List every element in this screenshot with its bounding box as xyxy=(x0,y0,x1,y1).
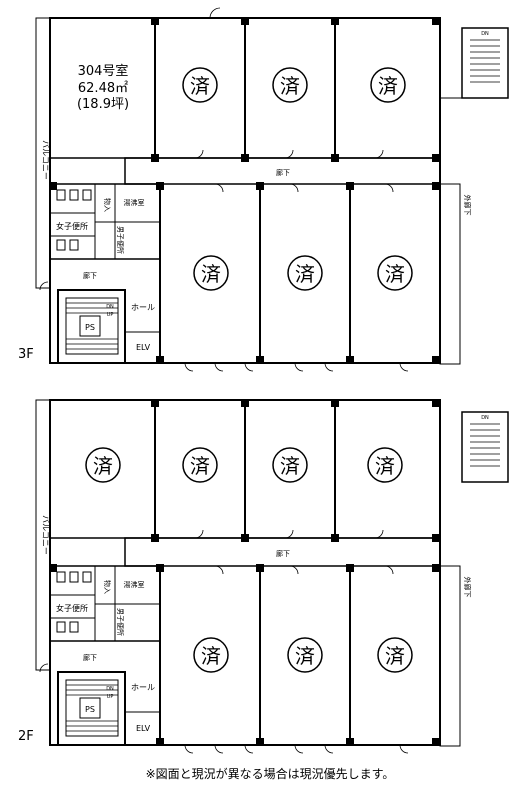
unit-304-area-m2: 62.48㎡ xyxy=(78,81,128,96)
reserved-mark: 済 xyxy=(367,447,403,483)
ext-stair-label-2f: DN xyxy=(481,415,489,421)
mens-restroom-label-2f: 男子便所 xyxy=(116,608,125,636)
unit-304-name: 304号室 xyxy=(78,63,129,79)
svg-text:済: 済 xyxy=(295,262,315,286)
svg-text:済: 済 xyxy=(378,74,398,98)
reserved-mark: 済 xyxy=(287,255,323,291)
floor-plan-3f: バルコニー 廊下 外廊下 女子便所 物入 湯沸室 男子便所 廊下 xyxy=(18,7,509,372)
floor-label-3f: 3F xyxy=(18,347,34,362)
svg-text:済: 済 xyxy=(93,454,113,478)
svg-text:済: 済 xyxy=(385,644,405,668)
svg-text:済: 済 xyxy=(375,454,395,478)
reserved-mark: 済 xyxy=(370,67,406,103)
reserved-mark: 済 xyxy=(287,637,323,673)
balcony-label-3f: バルコニー xyxy=(41,140,50,180)
pipe-shaft-label-3f: PS xyxy=(85,323,95,332)
outer-corridor-label-2f: 外廊下 xyxy=(463,577,472,598)
floor-label-2f: 2F xyxy=(18,729,34,744)
mens-restroom-label-3f: 男子便所 xyxy=(116,226,125,254)
pipe-shaft-3f xyxy=(79,315,101,337)
svg-text:済: 済 xyxy=(295,644,315,668)
pipe-shaft-2f xyxy=(79,697,101,719)
up-label-3f: UP xyxy=(107,312,114,318)
kitchenette-label-3f: 湯沸室 xyxy=(124,198,145,207)
reserved-mark: 済 xyxy=(377,637,413,673)
outer-corridor-3f xyxy=(439,183,461,365)
balcony-label-2f: バルコニー xyxy=(41,515,50,555)
womens-restroom-label-3f: 女子便所 xyxy=(56,221,88,231)
reserved-mark: 済 xyxy=(85,447,121,483)
footnote: ※図面と現況が異なる場合は現況優先します。 xyxy=(146,766,395,781)
up-label-2f: UP xyxy=(107,694,114,700)
floor-plan-2f: バルコニー 廊下 外廊下 女子便所 物入 湯沸室 男子便所 廊下 xyxy=(18,399,509,754)
elevator-label-2f: ELV xyxy=(136,724,151,733)
reserved-mark: 済 xyxy=(377,255,413,291)
svg-text:済: 済 xyxy=(190,74,210,98)
unit-304-area-tsubo: (18.9坪) xyxy=(77,97,129,112)
stair-core-3f xyxy=(57,289,126,364)
storage-label-3f: 物入 xyxy=(103,198,112,212)
womens-restroom-label-2f: 女子便所 xyxy=(56,603,88,613)
hall-label-2f: ホール xyxy=(131,683,155,692)
pipe-shaft-label-2f: PS xyxy=(85,705,95,714)
reserved-mark: 済 xyxy=(193,255,229,291)
stair-core-2f xyxy=(57,671,126,746)
outer-corridor-label-3f: 外廊下 xyxy=(463,195,472,216)
corridor-label-2f-b: 廊下 xyxy=(83,653,97,662)
ext-stair-label-3f: DN xyxy=(481,31,489,37)
external-stair-3f xyxy=(461,27,509,99)
corridor-3f xyxy=(124,157,441,185)
elevator-2f xyxy=(124,711,161,746)
dn-label-2f: DN xyxy=(106,686,114,692)
outer-corridor-2f xyxy=(439,565,461,747)
reserved-mark: 済 xyxy=(182,67,218,103)
external-stair-2f xyxy=(461,411,509,483)
svg-text:済: 済 xyxy=(280,74,300,98)
corridor-label-3f: 廊下 xyxy=(276,168,290,177)
reserved-mark: 済 xyxy=(272,447,308,483)
svg-text:済: 済 xyxy=(190,454,210,478)
svg-text:済: 済 xyxy=(201,644,221,668)
corridor-label-3f-b: 廊下 xyxy=(83,271,97,280)
kitchenette-label-2f: 湯沸室 xyxy=(124,580,145,589)
dn-label-3f: DN xyxy=(106,304,114,310)
hall-label-3f: ホール xyxy=(131,303,155,312)
svg-text:済: 済 xyxy=(201,262,221,286)
corridor-label-2f: 廊下 xyxy=(276,549,290,558)
svg-text:済: 済 xyxy=(385,262,405,286)
elevator-label-3f: ELV xyxy=(136,343,151,352)
reserved-mark: 済 xyxy=(193,637,229,673)
reserved-mark: 済 xyxy=(272,67,308,103)
elevator-3f xyxy=(124,331,161,364)
corridor-2f xyxy=(124,537,441,567)
svg-text:済: 済 xyxy=(280,454,300,478)
storage-label-2f: 物入 xyxy=(103,580,112,594)
reserved-mark: 済 xyxy=(182,447,218,483)
